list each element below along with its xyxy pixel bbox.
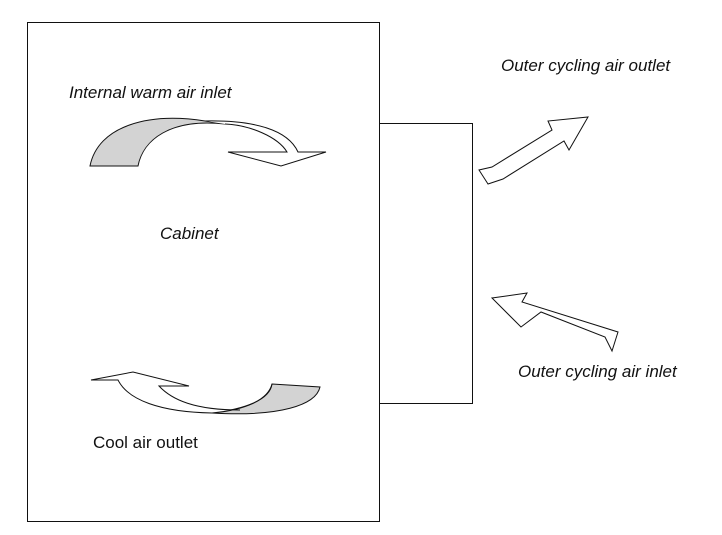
cabinet-label: Cabinet	[160, 224, 219, 243]
heat-exchanger-box	[379, 123, 473, 404]
cool-air-outlet-arrow	[90, 371, 321, 415]
outer-cycling-air-inlet-label: Outer cycling air inlet	[518, 362, 677, 381]
outer-air-inlet-arrow	[490, 292, 619, 353]
cabinet-box	[27, 22, 380, 522]
warm-air-inlet-arrow	[89, 117, 327, 167]
outer-cycling-air-outlet-label: Outer cycling air outlet	[501, 56, 671, 75]
outer-air-outlet-arrow	[478, 116, 589, 185]
internal-warm-air-inlet-label: Internal warm air inlet	[69, 83, 232, 102]
cool-air-outlet-label: Cool air outlet	[93, 433, 198, 452]
